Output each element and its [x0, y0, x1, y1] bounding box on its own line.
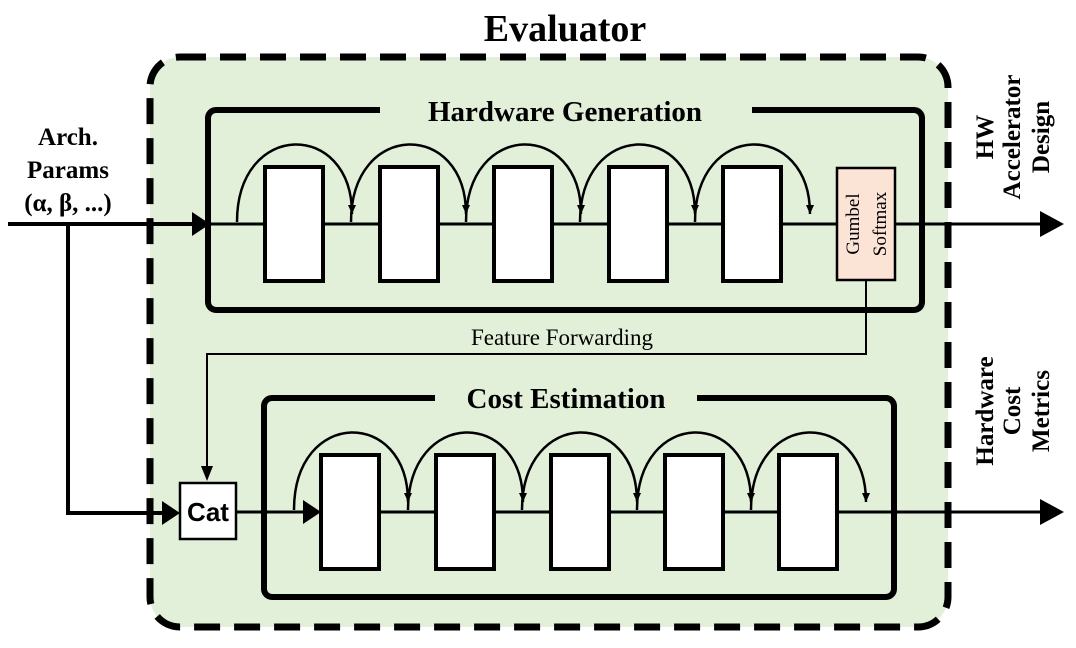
hw-output-label-line-2: Accelerator: [999, 75, 1026, 200]
cost-output-arrowhead: [1040, 499, 1064, 525]
hg-layer-3: [492, 165, 554, 283]
hw-output-label-line-3: Design: [1028, 101, 1055, 173]
ce-skip-arc-1: [292, 431, 412, 511]
hg-skip-arc-1: [235, 143, 356, 223]
feature-forwarding-arrowhead: [201, 466, 213, 481]
hg-skip-arc-5: [693, 143, 814, 223]
ce-skip-arc-5: [749, 431, 870, 511]
hg-skip-arc-4: [578, 143, 699, 223]
ce-layer-3: [549, 453, 611, 571]
ce-layer-1: [319, 453, 381, 571]
input-arrowhead: [192, 212, 210, 236]
gumbel-softmax-label-line-2: Softmax: [870, 191, 891, 256]
hg-skip-arc-3: [464, 143, 585, 223]
concat-output-arrowhead: [303, 500, 321, 524]
ce-skip-arc-3: [520, 431, 641, 511]
ce-layer-2: [434, 453, 496, 571]
ce-layer-5: [777, 453, 839, 571]
hg-skip-arc-2: [349, 143, 470, 223]
hardware-generation-title-bg: [380, 94, 752, 128]
hg-layer-5: [721, 165, 783, 283]
cost-output-label-line-2: Cost: [999, 386, 1026, 435]
concat-label: Cat: [187, 497, 229, 527]
input-branch-arrowhead: [162, 501, 180, 525]
hw-output-label-line-1: HW: [972, 115, 999, 159]
hardware-generation-title: Hardware Generation: [428, 96, 702, 128]
input-branch-line: [66, 224, 170, 515]
cost-estimation-title: Cost Estimation: [467, 383, 666, 415]
input-label-line-1: Arch.: [38, 124, 98, 151]
feature-forwarding-label: Feature Forwarding: [471, 325, 654, 350]
hg-layer-1: [263, 165, 325, 283]
cost-output-label-line-3: Metrics: [1028, 370, 1055, 452]
hardware-output-arrowhead: [1040, 211, 1064, 237]
hg-layer-2: [378, 165, 440, 283]
ce-skip-arc-2: [406, 431, 527, 511]
concat-block: [178, 481, 238, 541]
hg-layer-4: [607, 165, 669, 283]
ce-layer-4: [663, 453, 725, 571]
gumbel-softmax-label-line-1: Gumbel: [843, 193, 864, 254]
ce-skip-arc-4: [635, 431, 755, 511]
cost-estimation-title-bg: [435, 382, 697, 416]
cost-output-label-line-1: Hardware: [972, 356, 999, 465]
feature-forwarding-line: [206, 280, 867, 466]
evaluator-title: Evaluator: [484, 8, 647, 50]
input-label-line-2: Params: [27, 157, 109, 184]
input-label: Arch. Params (α, β, ...): [24, 124, 112, 217]
input-label-line-3: (α, β, ...): [24, 190, 112, 217]
